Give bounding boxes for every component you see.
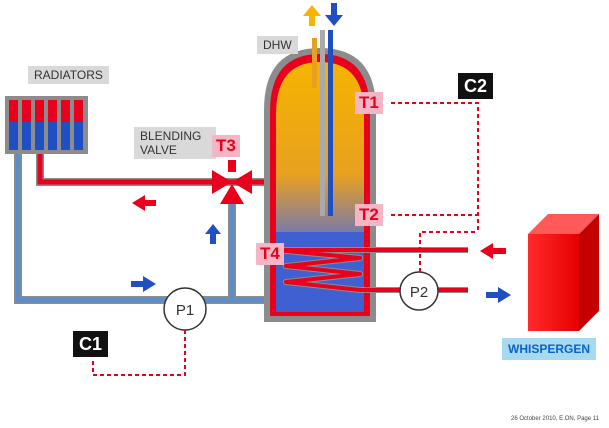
return-pipe xyxy=(14,150,264,304)
radiators-label: RADIATORS xyxy=(28,66,109,84)
controller-c2: C2 xyxy=(458,73,494,99)
arrow-from-whispergen xyxy=(480,243,506,259)
heating-coil xyxy=(273,247,468,293)
whispergen-unit xyxy=(528,214,599,331)
arrow-flow-to-radiator xyxy=(132,195,156,211)
sensor-t1: T1 xyxy=(355,92,383,114)
sensor-t4: T4 xyxy=(256,243,284,265)
flow-pipe xyxy=(36,150,266,186)
control-wiring xyxy=(92,102,479,376)
whispergen-label: WHISPERGEN xyxy=(502,338,597,360)
dhw-label: DHW xyxy=(257,36,298,54)
pump-p2-label: P2 xyxy=(410,284,428,301)
footer-text: 26 October 2010, E.ON, Page 11 xyxy=(511,416,599,422)
sensor-t3: T3 xyxy=(212,135,240,157)
radiator xyxy=(5,96,88,154)
controller-c1: C1 xyxy=(73,331,109,357)
arrow-return-right xyxy=(131,276,156,292)
pump-p2: P2 xyxy=(399,271,439,311)
arrow-up-to-valve xyxy=(205,224,221,244)
dhw-cold-in-arrow xyxy=(325,3,343,26)
sensor-t2: T2 xyxy=(355,204,383,226)
dhw-hot-out-arrow xyxy=(303,5,321,26)
pump-p1: P1 xyxy=(163,287,207,331)
pump-p1-label: P1 xyxy=(176,302,194,319)
arrow-to-whispergen xyxy=(486,287,511,303)
blending-valve xyxy=(212,160,252,204)
blending-valve-label: BLENDING VALVE xyxy=(134,127,216,159)
